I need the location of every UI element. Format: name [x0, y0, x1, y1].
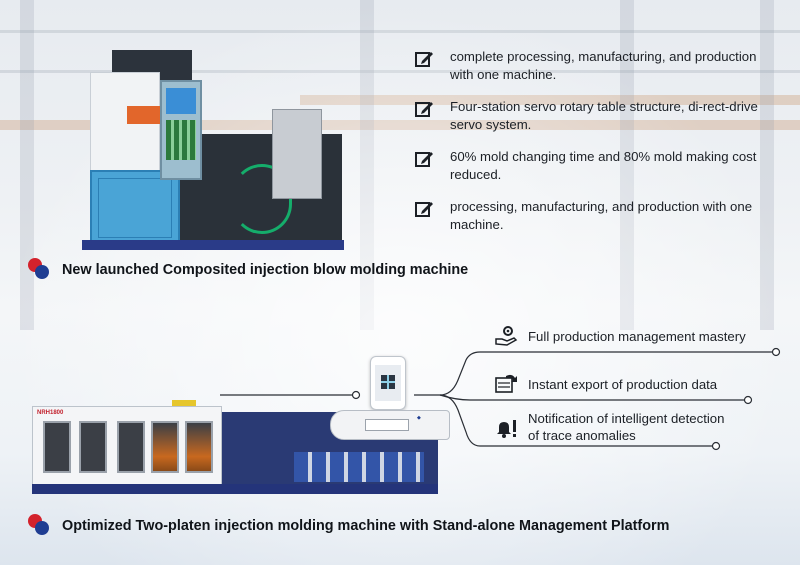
platform-feature: Notification of intelligent detection of…: [528, 411, 725, 443]
edit-icon: [415, 52, 433, 67]
edit-icon: [415, 102, 433, 117]
export-data-icon: [495, 374, 517, 393]
feature-text: Four-station servo rotary table structur…: [450, 99, 758, 132]
feature-item: complete processing, manufacturing, and …: [414, 48, 774, 84]
feature-item: processing, manufacturing, and productio…: [414, 198, 774, 234]
gear-hand-icon: [495, 326, 518, 346]
two-platen-injection-molding-machine-image: ◆ NRH1800: [32, 400, 450, 496]
machine-model-label: NRH1800: [37, 410, 64, 416]
feature-text: 60% mold changing time and 80% mold maki…: [450, 149, 757, 182]
bell-alert-icon: [497, 420, 516, 438]
feature-item: Four-station servo rotary table structur…: [414, 98, 774, 134]
feature-item: 60% mold changing time and 80% mold maki…: [414, 148, 774, 184]
title-bullet-icon: [28, 258, 50, 280]
feature-list: complete processing, manufacturing, and …: [414, 48, 774, 248]
section-title-two-platen: Optimized Two-platen injection molding m…: [62, 518, 670, 534]
management-platform-phone: [370, 356, 406, 410]
platform-feature: Full production management mastery: [528, 329, 746, 344]
feature-text: complete processing, manufacturing, and …: [450, 49, 757, 82]
injection-blow-molding-machine-image: [82, 44, 344, 251]
edit-icon: [415, 202, 433, 217]
control-panel: [160, 80, 202, 180]
edit-icon: [415, 152, 433, 167]
feature-text: processing, manufacturing, and productio…: [450, 199, 753, 232]
injection-unit-cover: ◆: [330, 410, 450, 440]
machine-front-guard: NRH1800: [32, 406, 222, 486]
section-title-blow-molding: New launched Composited injection blow m…: [62, 262, 469, 278]
app-grid-icon: [381, 375, 395, 389]
title-bullet-icon: [28, 514, 50, 536]
platform-feature: Instant export of production data: [528, 377, 718, 392]
